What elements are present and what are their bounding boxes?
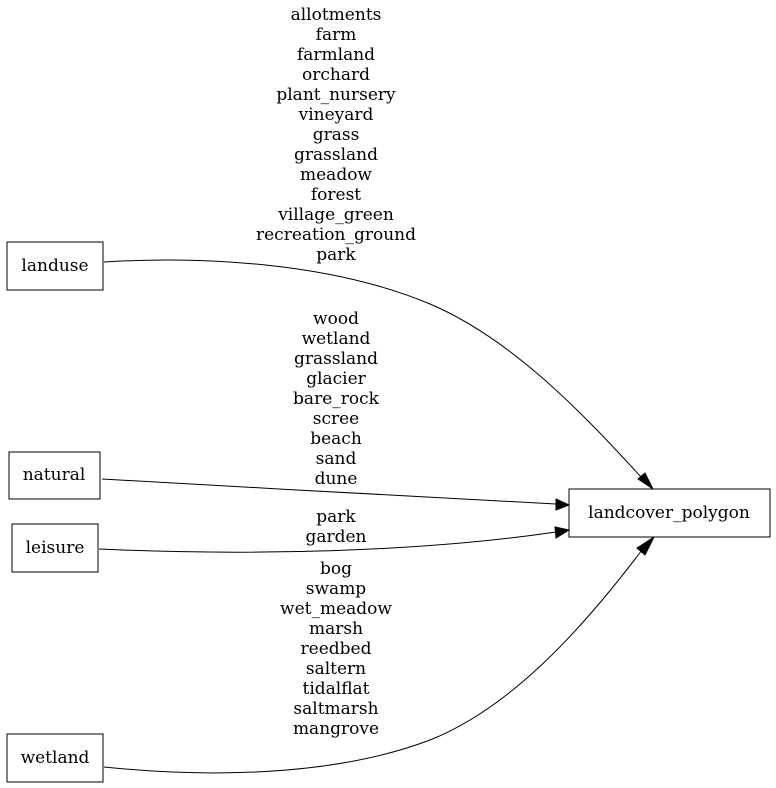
- edge-label-landuse-item: farm: [316, 25, 357, 45]
- edge-label-wetland-item: mangrove: [293, 719, 379, 739]
- node-leisure: leisure: [11, 523, 99, 573]
- edge-label-wetland: bogswampwet_meadowmarshreedbedsalterntid…: [280, 559, 392, 739]
- edge-label-wetland-item: swamp: [306, 579, 367, 599]
- edge-label-landuse-item: farmland: [297, 45, 375, 65]
- node-landuse: landuse: [6, 241, 104, 291]
- edge-label-landuse-item: village_green: [277, 205, 394, 225]
- arrowhead-leisure: [554, 526, 571, 539]
- edge-label-wetland-item: bog: [320, 559, 352, 579]
- edge-label-natural-item: wood: [313, 309, 359, 329]
- node-landuse-label: landuse: [21, 256, 88, 276]
- edge-label-natural-item: glacier: [306, 369, 366, 389]
- edge-label-landuse-item: forest: [311, 185, 361, 205]
- arrowhead-wetland: [636, 535, 656, 556]
- edge-label-wetland-item: reedbed: [301, 639, 372, 659]
- edge-label-landuse-item: meadow: [300, 165, 372, 185]
- edge-label-natural-item: sand: [316, 449, 357, 469]
- edge-label-landuse-item: grassland: [294, 145, 378, 165]
- node-natural: natural: [8, 451, 101, 500]
- edge-label-landuse-item: vineyard: [298, 105, 374, 125]
- edge-label-wetland-item: wet_meadow: [280, 599, 392, 619]
- edge-label-landuse-item: allotments: [291, 5, 382, 25]
- edge-label-landuse-item: plant_nursery: [276, 85, 396, 105]
- edge-label-wetland-item: saltmarsh: [293, 699, 378, 719]
- edge-label-leisure-item: garden: [305, 527, 366, 547]
- arrowhead-natural: [555, 498, 571, 511]
- arrowhead-landuse: [637, 472, 655, 491]
- edge-label-landuse-item: park: [316, 245, 356, 265]
- edge-label-leisure-item: park: [316, 507, 356, 527]
- edge-label-natural-item: grassland: [294, 349, 378, 369]
- edge-natural-to-landcover: [101, 478, 557, 505]
- edge-landuse-to-landcover: [103, 259, 642, 478]
- node-wetland: wetland: [6, 733, 104, 783]
- edge-label-natural-item: beach: [310, 429, 362, 449]
- edge-label-wetland-item: tidalflat: [302, 679, 369, 699]
- edge-label-natural-item: dune: [315, 469, 358, 489]
- edge-label-wetland-item: saltern: [306, 659, 366, 679]
- edge-wetland-to-landcover: [103, 549, 643, 774]
- edge-leisure-to-landcover: [98, 531, 557, 553]
- edge-label-wetland-item: marsh: [309, 619, 363, 639]
- node-leisure-label: leisure: [26, 538, 85, 558]
- edge-label-natural-item: bare_rock: [293, 389, 380, 409]
- node-wetland-label: wetland: [21, 748, 90, 768]
- edge-label-natural-item: scree: [313, 409, 360, 429]
- edge-label-landuse-item: grass: [313, 125, 360, 145]
- edge-label-landuse-item: orchard: [302, 65, 370, 85]
- edge-label-natural-item: wetland: [302, 329, 371, 349]
- edge-label-natural: woodwetlandgrasslandglacierbare_rockscre…: [293, 309, 380, 489]
- node-landcover-polygon: landcover_polygon: [568, 488, 771, 538]
- edge-label-landuse-item: recreation_ground: [256, 225, 416, 245]
- edge-label-landuse: allotmentsfarmfarmlandorchardplant_nurse…: [256, 5, 416, 265]
- node-natural-label: natural: [23, 465, 86, 485]
- node-landcover-polygon-label: landcover_polygon: [588, 503, 750, 523]
